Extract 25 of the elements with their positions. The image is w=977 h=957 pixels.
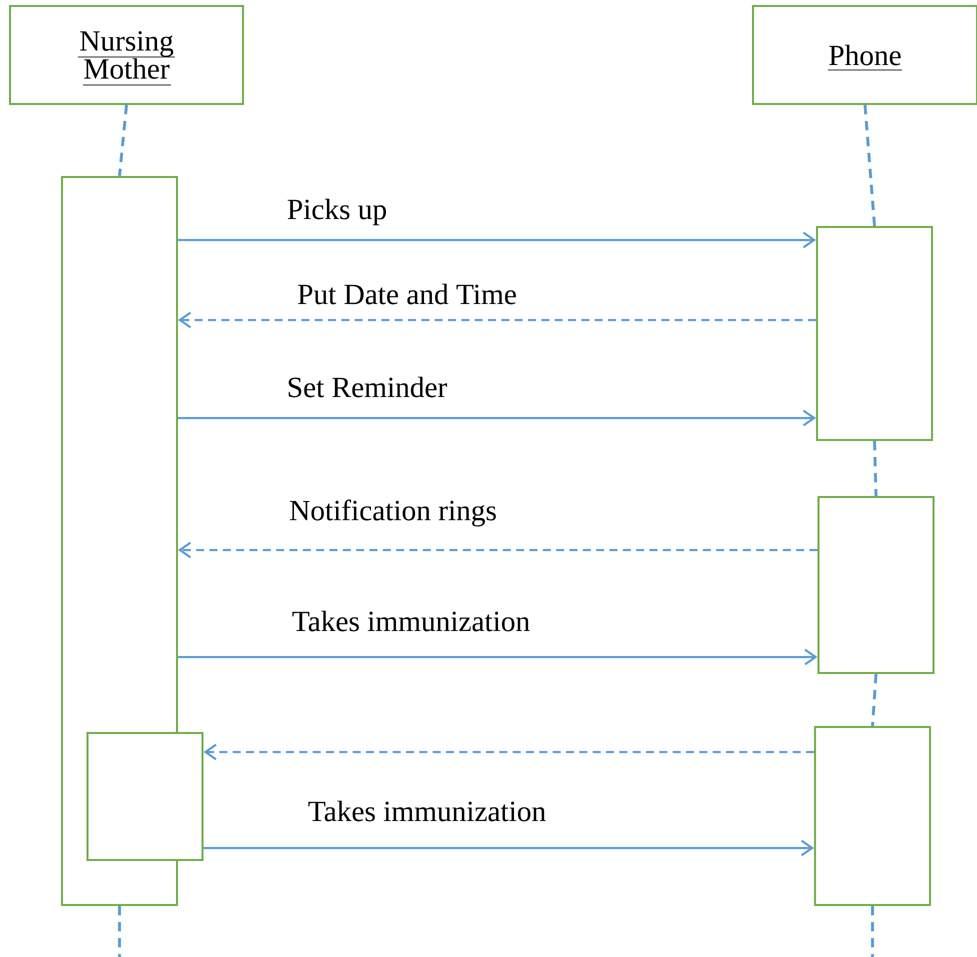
activation-bar <box>816 226 934 441</box>
lifeline <box>873 440 878 496</box>
activation-bar <box>814 726 932 906</box>
edge-label: Set Reminder <box>285 375 449 399</box>
edge-label: Put Date and Time <box>296 282 518 306</box>
lifeline <box>118 104 128 176</box>
arrow <box>204 840 814 856</box>
arrow <box>204 744 814 760</box>
activation-bar <box>86 732 204 862</box>
lifeline-header-box: Phone <box>752 5 977 105</box>
lifeline <box>871 906 874 957</box>
activation-bar <box>818 496 935 674</box>
arrow <box>178 232 816 248</box>
lifeline <box>871 674 878 726</box>
edge-label: Notification rings <box>288 498 498 528</box>
arrow <box>178 542 818 558</box>
lifeline-header-box: Nursing Mother <box>9 5 244 105</box>
edge-label: Takes immunization <box>290 609 532 633</box>
lifeline <box>118 906 121 957</box>
arrow <box>178 312 816 328</box>
arrow <box>178 410 816 426</box>
lifeline <box>864 104 876 226</box>
arrow <box>178 648 818 666</box>
edge-label: Takes immunization <box>306 799 548 823</box>
edge-label: Picks up <box>286 197 388 227</box>
